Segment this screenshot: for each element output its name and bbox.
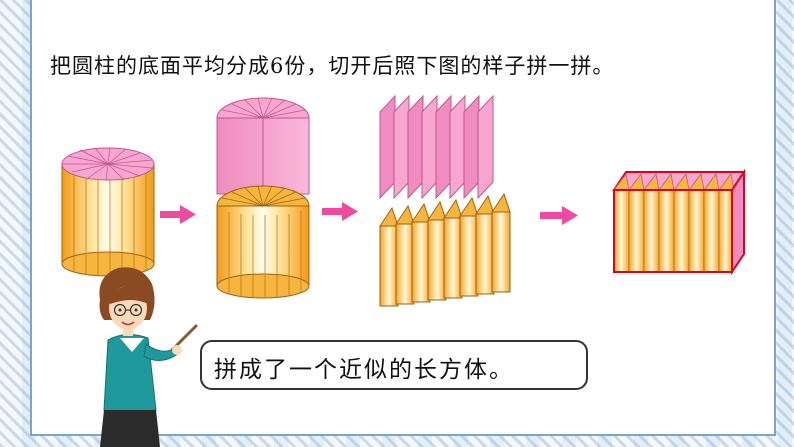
pink-wedge-strips bbox=[379, 94, 494, 200]
arrow-1 bbox=[160, 205, 196, 224]
instruction-text: 把圆柱的底面平均分成6份，切开后照下图的样子拼一拼。 bbox=[50, 54, 615, 78]
teacher-figure bbox=[99, 267, 198, 447]
half-cylinder-bottom bbox=[216, 185, 310, 299]
speech-bubble bbox=[200, 340, 588, 390]
orange-wedge-strips bbox=[379, 192, 511, 307]
arrow-2 bbox=[322, 202, 358, 221]
cuboid-result bbox=[612, 168, 746, 276]
arrow-3 bbox=[540, 206, 578, 225]
speech-bubble-text: 拼成了一个近似的长方体。 bbox=[214, 357, 514, 383]
half-cylinder-top bbox=[216, 97, 310, 195]
cylinder-whole bbox=[61, 147, 155, 277]
